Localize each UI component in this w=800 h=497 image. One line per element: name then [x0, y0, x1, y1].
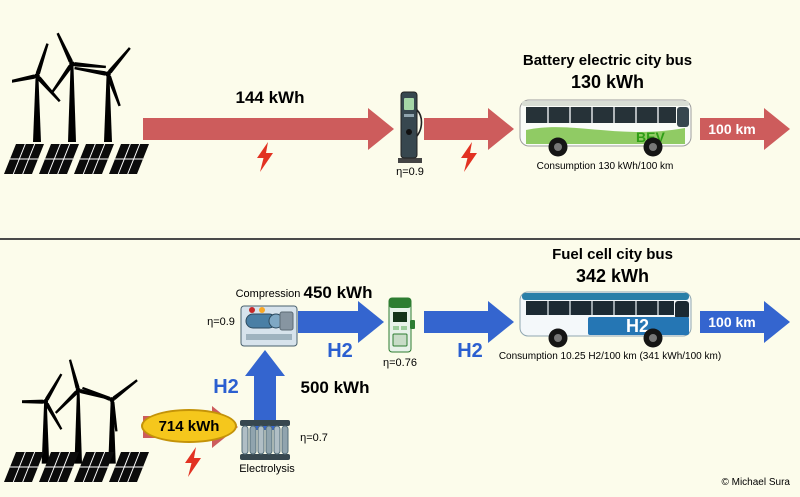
compressed-energy-label: 450 kWh [303, 283, 373, 302]
h2-dispenser-icon [388, 297, 415, 353]
bev-distance-label: 100 km [700, 118, 764, 140]
compression-efficiency-label: η=0.9 [207, 316, 235, 328]
solar-panels-icon [4, 451, 149, 483]
electricity-arrow-to-charger [143, 108, 394, 150]
dispenser-efficiency-label: η=0.76 [383, 357, 417, 369]
input-energy-label: 714 kWh [158, 417, 220, 435]
solar-panels-icon [4, 143, 149, 175]
credit-label: © Michael Sura [721, 477, 790, 488]
electrolysis-label: Electrolysis [239, 463, 295, 475]
wind-turbines-icon [22, 356, 142, 464]
fc-distance-label: 100 km [700, 311, 764, 333]
charging-station-icon [398, 91, 423, 163]
riser-energy-label: 500 kWh [300, 378, 370, 397]
input-energy-highlight: 714 kWh [141, 409, 237, 443]
lightning-icon [185, 447, 201, 477]
fc-bus-energy-label: 342 kWh [575, 266, 650, 286]
wind-turbines-icon [12, 28, 140, 142]
h2-riser-label: H2 [213, 376, 239, 398]
lightning-icon [257, 142, 273, 172]
fc-distance-arrow: 100 km [700, 301, 790, 343]
electrolysis-efficiency-label: η=0.7 [300, 432, 328, 444]
h2-arrow-to-bus [424, 301, 514, 343]
battery-electric-bus-image: BEV [519, 99, 692, 157]
electrolyzer-icon [240, 420, 290, 460]
fc-badge: H2 [626, 316, 649, 336]
bev-consumption-label: Consumption 130 kWh/100 km [536, 161, 674, 172]
lightning-icon [461, 142, 477, 172]
bev-bus-energy-label: 130 kWh [570, 72, 645, 92]
grid-energy-label: 144 kWh [235, 88, 305, 107]
fc-bus-title: Fuel cell city bus [552, 246, 673, 263]
charger-efficiency-label: η=0.9 [396, 166, 424, 178]
h2-bus-arrow-label: H2 [457, 340, 483, 362]
h2-riser-arrow [245, 350, 285, 430]
bev-distance-arrow: 100 km [700, 108, 790, 150]
h2-arrow-to-dispenser [298, 301, 384, 343]
h2-mid-label: H2 [327, 340, 353, 362]
compression-label: Compression [235, 288, 301, 300]
electricity-arrow-to-bus [424, 108, 514, 150]
section-divider [0, 238, 800, 240]
bev-bus-title: Battery electric city bus [522, 52, 693, 69]
fc-consumption-label: Consumption 10.25 H2/100 km (341 kWh/100… [498, 351, 722, 362]
compressor-icon [240, 305, 298, 347]
fuel-cell-bus-image: H2 [519, 291, 692, 348]
